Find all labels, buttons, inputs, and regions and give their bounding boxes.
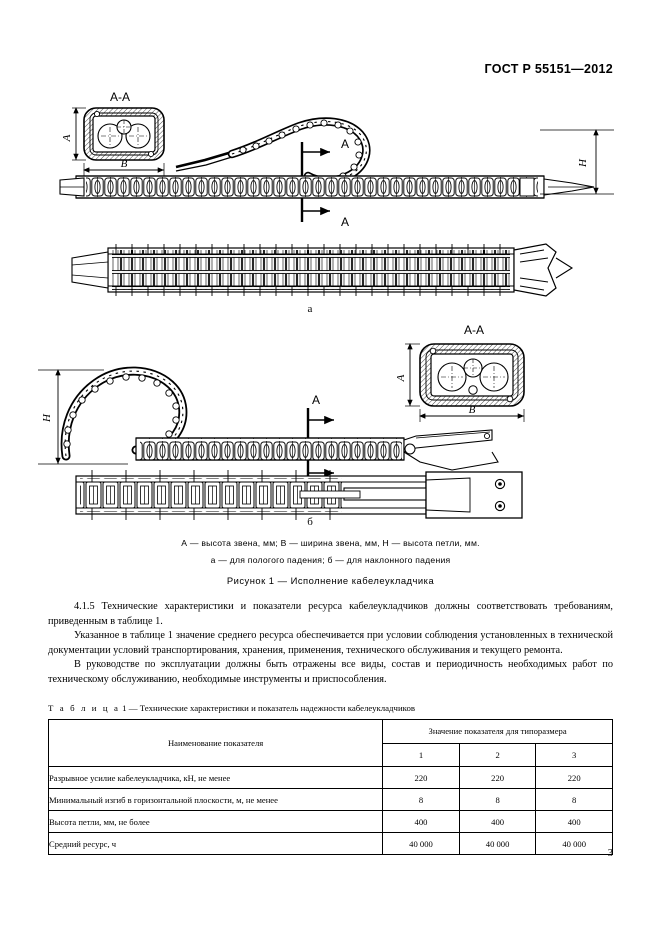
row-label-min-bend: Минимальный изгиб в горизонтальной плоск… <box>47 788 384 811</box>
cut-mark-top-upper: А <box>300 137 349 176</box>
table-header-row-1: Наименование показателя Значение показат… <box>47 719 613 767</box>
chain-run-top <box>59 175 595 199</box>
row-label-breaking-force: Разрывное усилие кабелеукладчика, кН, не… <box>47 766 384 789</box>
row-value-min-bend-2: 8 <box>458 788 537 811</box>
dimension-a-top: А <box>61 107 86 161</box>
specifications-table: Наименование показателя Значение показат… <box>47 719 613 855</box>
table-header-indicator-name: Наименование показателя <box>47 719 384 767</box>
section-label-top: А-А <box>110 90 130 104</box>
chain-loop-bottom <box>60 366 188 461</box>
cut-label-top-upper: А <box>341 137 349 151</box>
cross-section-top <box>83 107 165 161</box>
table-1-caption: Т а б л и ц а 1 — Технические характерис… <box>48 703 415 713</box>
row-label-average-resource: Средний ресурс, ч <box>47 832 384 855</box>
dimension-b-bottom: В <box>419 404 525 422</box>
cut-label-top-lower: А <box>341 215 349 229</box>
row-value-average-resource-3: 40 000 <box>535 832 613 855</box>
chain-loop-top <box>175 117 371 185</box>
row-value-average-resource-2: 40 000 <box>458 832 537 855</box>
document-standard-header: ГОСТ Р 55151—2012 <box>484 62 613 76</box>
table-header-size-3: 3 <box>535 742 613 767</box>
dimension-a-bottom: А <box>395 343 420 407</box>
figure-sublabel-b: б <box>307 516 313 528</box>
row-label-loop-height: Высота петли, мм, не более <box>47 810 384 833</box>
body-paragraphs: 4.1.5 Технические характеристики и показ… <box>48 600 613 688</box>
cut-mark-bottom-upper: А <box>306 393 334 438</box>
row-value-min-bend-1: 8 <box>382 788 460 811</box>
table-caption-rest: 1 — Технические характеристики и показат… <box>122 703 416 713</box>
cross-section-bottom <box>419 343 525 407</box>
cut-mark-bottom-lower: А <box>306 460 334 495</box>
row-value-average-resource-1: 40 000 <box>382 832 460 855</box>
page-number: 3 <box>607 848 613 859</box>
table-caption-prefix: Т а б л и ц а <box>48 703 120 713</box>
svg-text:А: А <box>61 134 73 142</box>
svg-text:А: А <box>395 374 407 382</box>
svg-text:H: H <box>577 158 589 168</box>
dimension-b-top: В <box>83 158 165 176</box>
table-row: Разрывное усилие кабелеукладчика, кН, не… <box>47 766 613 789</box>
dimension-h-bottom: H <box>38 369 128 465</box>
table-row: Средний ресурс, ч 40 000 40 000 40 000 <box>47 832 613 855</box>
paragraph-operation-manual: В руководстве по эксплуатации должны быт… <box>48 659 613 685</box>
dimension-h-top: H <box>540 129 614 195</box>
row-value-loop-height-3: 400 <box>535 810 613 833</box>
table-header-size-1: 1 <box>382 742 460 767</box>
row-value-loop-height-1: 400 <box>382 810 460 833</box>
chain-plan-top <box>71 243 574 297</box>
figure-legend-line-2: а — для пологого падения; б — для наклон… <box>210 555 451 565</box>
section-label-bottom: А-А <box>464 323 484 337</box>
row-value-min-bend-3: 8 <box>535 788 613 811</box>
table-header-size-2: 2 <box>458 742 537 767</box>
svg-text:H: H <box>41 413 53 423</box>
figure-legend-line-1: А — высота звена, мм; В — ширина звена, … <box>181 538 480 548</box>
table-row: Минимальный изгиб в горизонтальной плоск… <box>47 788 613 811</box>
row-value-breaking-force-1: 220 <box>382 766 460 789</box>
cut-mark-top-lower: А <box>300 198 349 229</box>
row-value-breaking-force-2: 220 <box>458 766 537 789</box>
paragraph-average-resource: Указанное в таблице 1 значение среднего … <box>48 630 613 656</box>
figure-sublabel-a: а <box>308 303 313 315</box>
table-header-size-group: Значение показателя для типоразмера <box>382 719 613 744</box>
chain-run-bottom <box>135 429 499 471</box>
svg-text:В: В <box>469 404 476 416</box>
figure-title: Рисунок 1 — Исполнение кабелеукладчика <box>226 575 435 586</box>
chain-plan-bottom <box>75 470 523 520</box>
cut-label-bottom-lower: А <box>312 481 320 495</box>
paragraph-4-1-5: 4.1.5 Технические характеристики и показ… <box>48 601 613 627</box>
row-value-breaking-force-3: 220 <box>535 766 613 789</box>
row-value-loop-height-2: 400 <box>458 810 537 833</box>
svg-text:В: В <box>121 158 128 170</box>
table-row: Высота петли, мм, не более 400 400 400 <box>47 810 613 833</box>
cut-label-bottom-upper: А <box>312 393 320 407</box>
